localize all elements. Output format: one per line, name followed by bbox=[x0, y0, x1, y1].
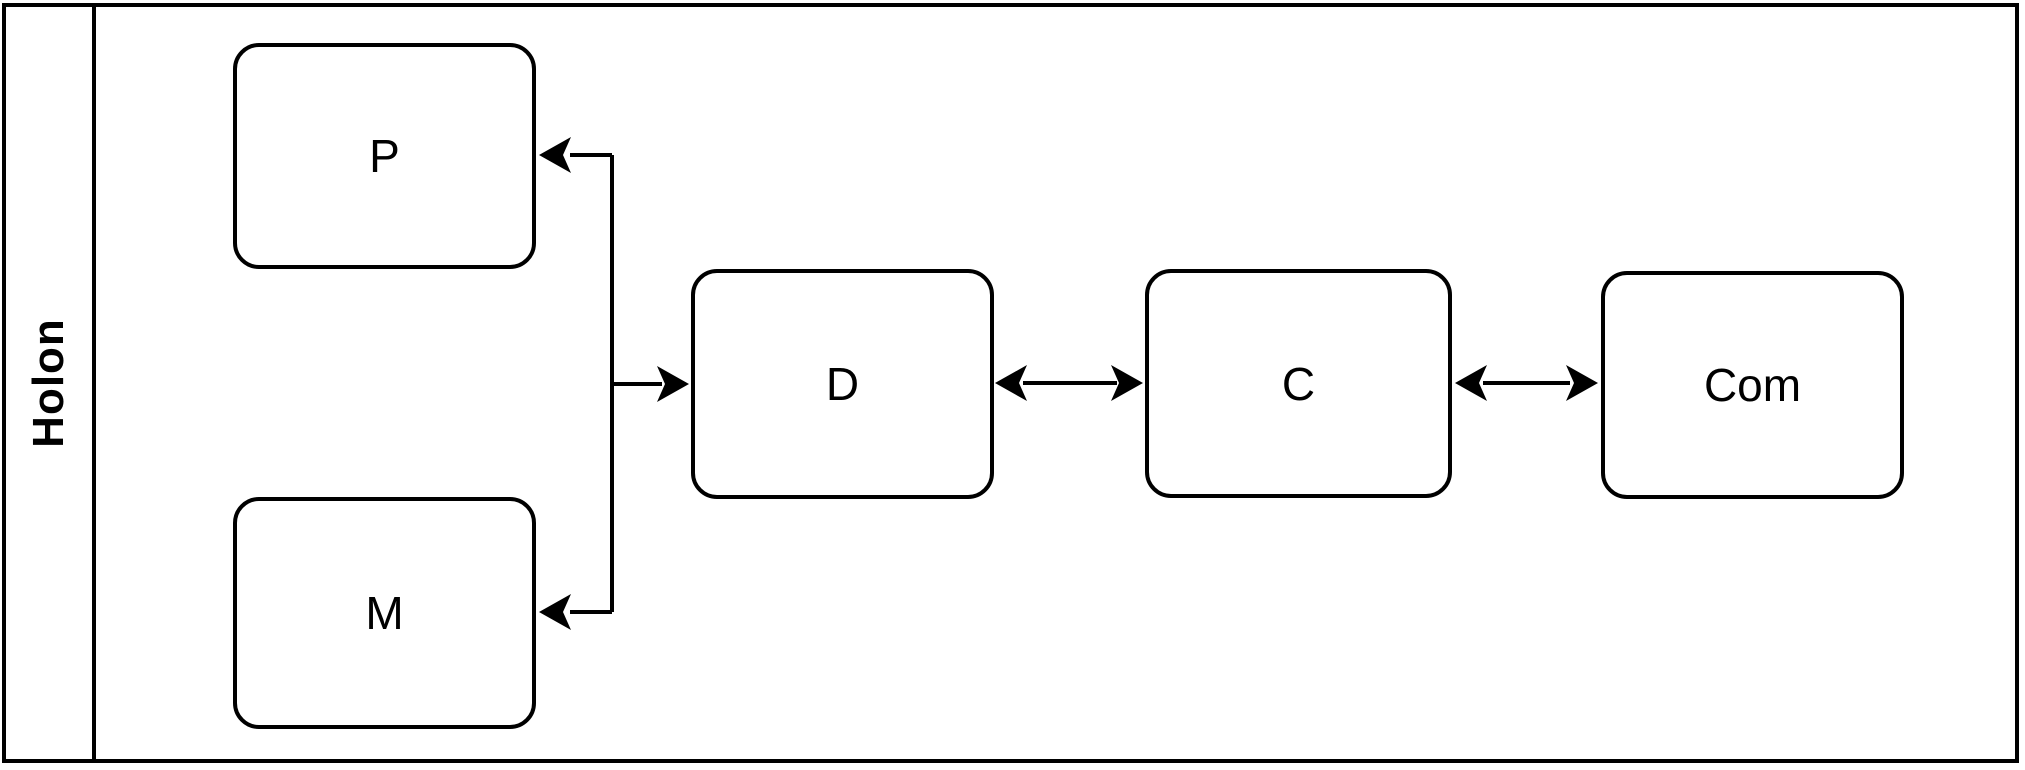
node-P: P bbox=[233, 43, 536, 269]
node-D-label: D bbox=[825, 358, 860, 410]
holon-frame-header: Holon bbox=[6, 7, 96, 759]
node-Com-label: Com bbox=[1703, 359, 1802, 411]
node-M-label: M bbox=[365, 587, 404, 639]
node-C-label: C bbox=[1281, 357, 1316, 410]
node-P-label: P bbox=[369, 130, 400, 182]
node-Com: Com bbox=[1601, 271, 1904, 499]
node-C: C bbox=[1145, 269, 1452, 498]
node-D: D bbox=[691, 269, 994, 499]
holon-frame-label: Holon bbox=[24, 318, 74, 448]
node-M: M bbox=[233, 497, 536, 729]
